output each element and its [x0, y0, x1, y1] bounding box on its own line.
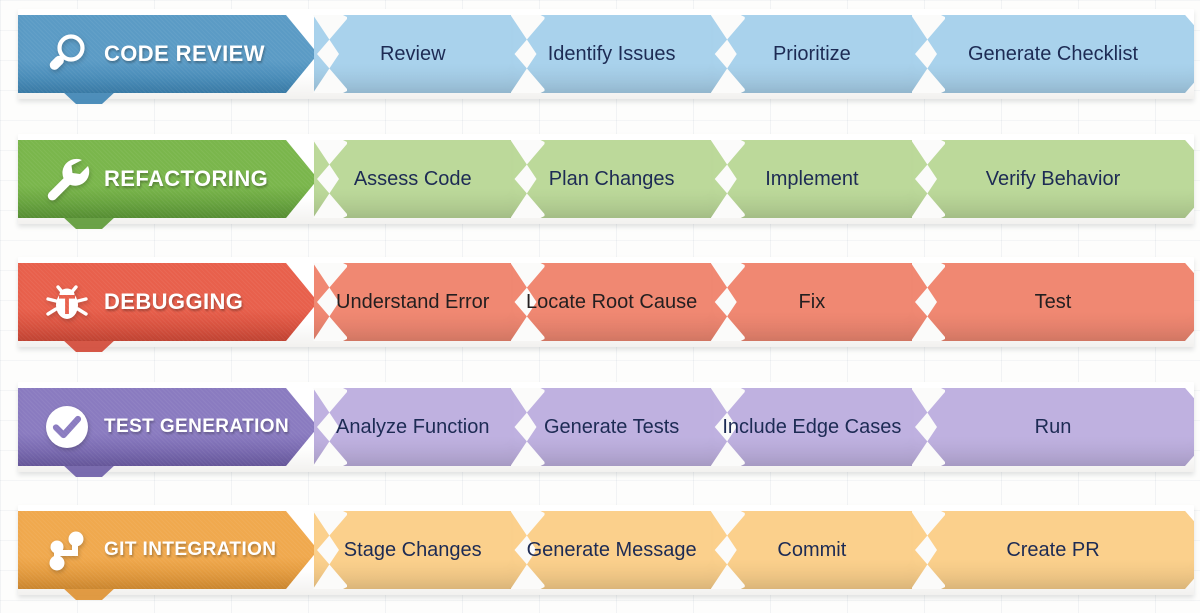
chevron-separator-icon	[313, 140, 347, 218]
row-header-label: CODE REVIEW	[104, 41, 265, 66]
step-label: Assess Code	[353, 167, 472, 190]
step-label: Plan Changes	[548, 167, 675, 190]
step-label: Generate Tests	[543, 415, 680, 438]
step-label: Generate Checklist	[967, 42, 1139, 65]
step-label: Identify Issues	[547, 42, 676, 65]
step-label: Review	[379, 42, 446, 65]
row-header-git-integration[interactable]: GIT INTEGRATION	[18, 511, 318, 589]
row-band: GIT INTEGRATION Stage Changes Generate Mes…	[18, 511, 1194, 600]
step-label: Create PR	[1006, 538, 1100, 561]
row-band: REFACTORING Assess Code Plan Changes Implem…	[18, 140, 1194, 229]
chevron-separator-icon	[912, 15, 945, 93]
step-label: Test	[1034, 290, 1072, 313]
step-chevron[interactable]: Prioritize	[710, 15, 912, 93]
step-label: Verify Behavior	[985, 167, 1121, 190]
step-label: Stage Changes	[343, 538, 482, 561]
step-chevron[interactable]: Generate Tests	[510, 388, 712, 466]
row-header-label: REFACTORING	[104, 166, 269, 191]
bug-icon	[36, 278, 98, 326]
step-label: Implement	[765, 167, 859, 190]
step-chevron[interactable]: Analyze Function	[313, 388, 512, 466]
row-tab	[62, 91, 116, 104]
chevron-separator-icon	[710, 263, 745, 341]
process-row-refactoring: REFACTORING Assess Code Plan Changes Implem…	[0, 134, 1200, 229]
row-tab	[62, 339, 116, 352]
row-band: CODE REVIEW Review Identify Issues Prioriti…	[18, 15, 1194, 104]
row-steps: Assess Code Plan Changes Implement Verify B…	[313, 140, 1194, 218]
step-label: Analyze Function	[336, 415, 490, 438]
chevron-separator-icon	[710, 15, 745, 93]
chevron-separator-icon	[912, 388, 945, 466]
row-tab	[62, 464, 116, 477]
row-tab	[62, 216, 116, 229]
process-row-git-integration: GIT INTEGRATION Stage Changes Generate Mes…	[0, 505, 1200, 600]
row-band: DEBUGGING Understand Error Locate Root Cau…	[18, 263, 1194, 352]
row-header-label: GIT INTEGRATION	[104, 539, 277, 560]
chevron-separator-icon	[710, 511, 745, 589]
row-header-label: DEBUGGING	[104, 289, 244, 314]
step-label: Run	[1034, 415, 1072, 438]
step-chevron[interactable]: Verify Behavior	[912, 140, 1194, 218]
row-steps: Stage Changes Generate Message Commit Creat…	[313, 511, 1194, 589]
step-chevron[interactable]: Test	[912, 263, 1194, 341]
row-steps: Understand Error Locate Root Cause Fix Test	[313, 263, 1194, 341]
step-chevron[interactable]: Implement	[710, 140, 912, 218]
chevron-separator-icon	[710, 140, 745, 218]
row-header-test-generation[interactable]: TEST GENERATION	[18, 388, 318, 466]
step-label: Commit	[777, 538, 847, 561]
process-row-debugging: DEBUGGING Understand Error Locate Root Cau…	[0, 257, 1200, 352]
row-header-label: TEST GENERATION	[104, 416, 290, 437]
step-label: Generate Message	[526, 538, 697, 561]
step-chevron[interactable]: Review	[313, 15, 512, 93]
step-label: Include Edge Cases	[722, 415, 902, 438]
step-chevron[interactable]: Assess Code	[313, 140, 512, 218]
step-label: Locate Root Cause	[526, 290, 698, 313]
row-steps: Review Identify Issues Prioritize Generate …	[313, 15, 1194, 93]
step-chevron[interactable]: Identify Issues	[510, 15, 712, 93]
chevron-separator-icon	[313, 15, 347, 93]
step-chevron[interactable]: Fix	[710, 263, 912, 341]
step-chevron[interactable]: Plan Changes	[510, 140, 712, 218]
row-header-refactoring[interactable]: REFACTORING	[18, 140, 318, 218]
step-chevron[interactable]: Commit	[710, 511, 912, 589]
row-header-code-review[interactable]: CODE REVIEW	[18, 15, 318, 93]
row-header-debugging[interactable]: DEBUGGING	[18, 263, 318, 341]
chevron-separator-icon	[912, 511, 945, 589]
git-branch-icon	[36, 526, 98, 574]
step-chevron[interactable]: Generate Checklist	[912, 15, 1194, 93]
step-label: Understand Error	[336, 290, 490, 313]
step-chevron[interactable]: Include Edge Cases	[710, 388, 912, 466]
magnifier-icon	[36, 30, 98, 78]
row-tab	[62, 587, 116, 600]
step-chevron[interactable]: Run	[912, 388, 1194, 466]
wrench-icon	[36, 154, 98, 204]
step-chevron[interactable]: Understand Error	[313, 263, 512, 341]
step-chevron[interactable]: Locate Root Cause	[510, 263, 712, 341]
step-chevron[interactable]: Generate Message	[510, 511, 712, 589]
step-label: Prioritize	[772, 42, 851, 65]
step-chevron[interactable]: Stage Changes	[313, 511, 512, 589]
chevron-separator-icon	[912, 140, 945, 218]
chevron-separator-icon	[912, 263, 945, 341]
process-row-test-generation: TEST GENERATION Analyze Function Generate …	[0, 382, 1200, 477]
step-label: Fix	[798, 290, 826, 313]
check-circle-icon	[36, 402, 98, 452]
process-row-code-review: CODE REVIEW Review Identify Issues Prioriti…	[0, 9, 1200, 104]
row-steps: Analyze Function Generate Tests Include Ed…	[313, 388, 1194, 466]
row-band: TEST GENERATION Analyze Function Generate …	[18, 388, 1194, 477]
step-chevron[interactable]: Create PR	[912, 511, 1194, 589]
